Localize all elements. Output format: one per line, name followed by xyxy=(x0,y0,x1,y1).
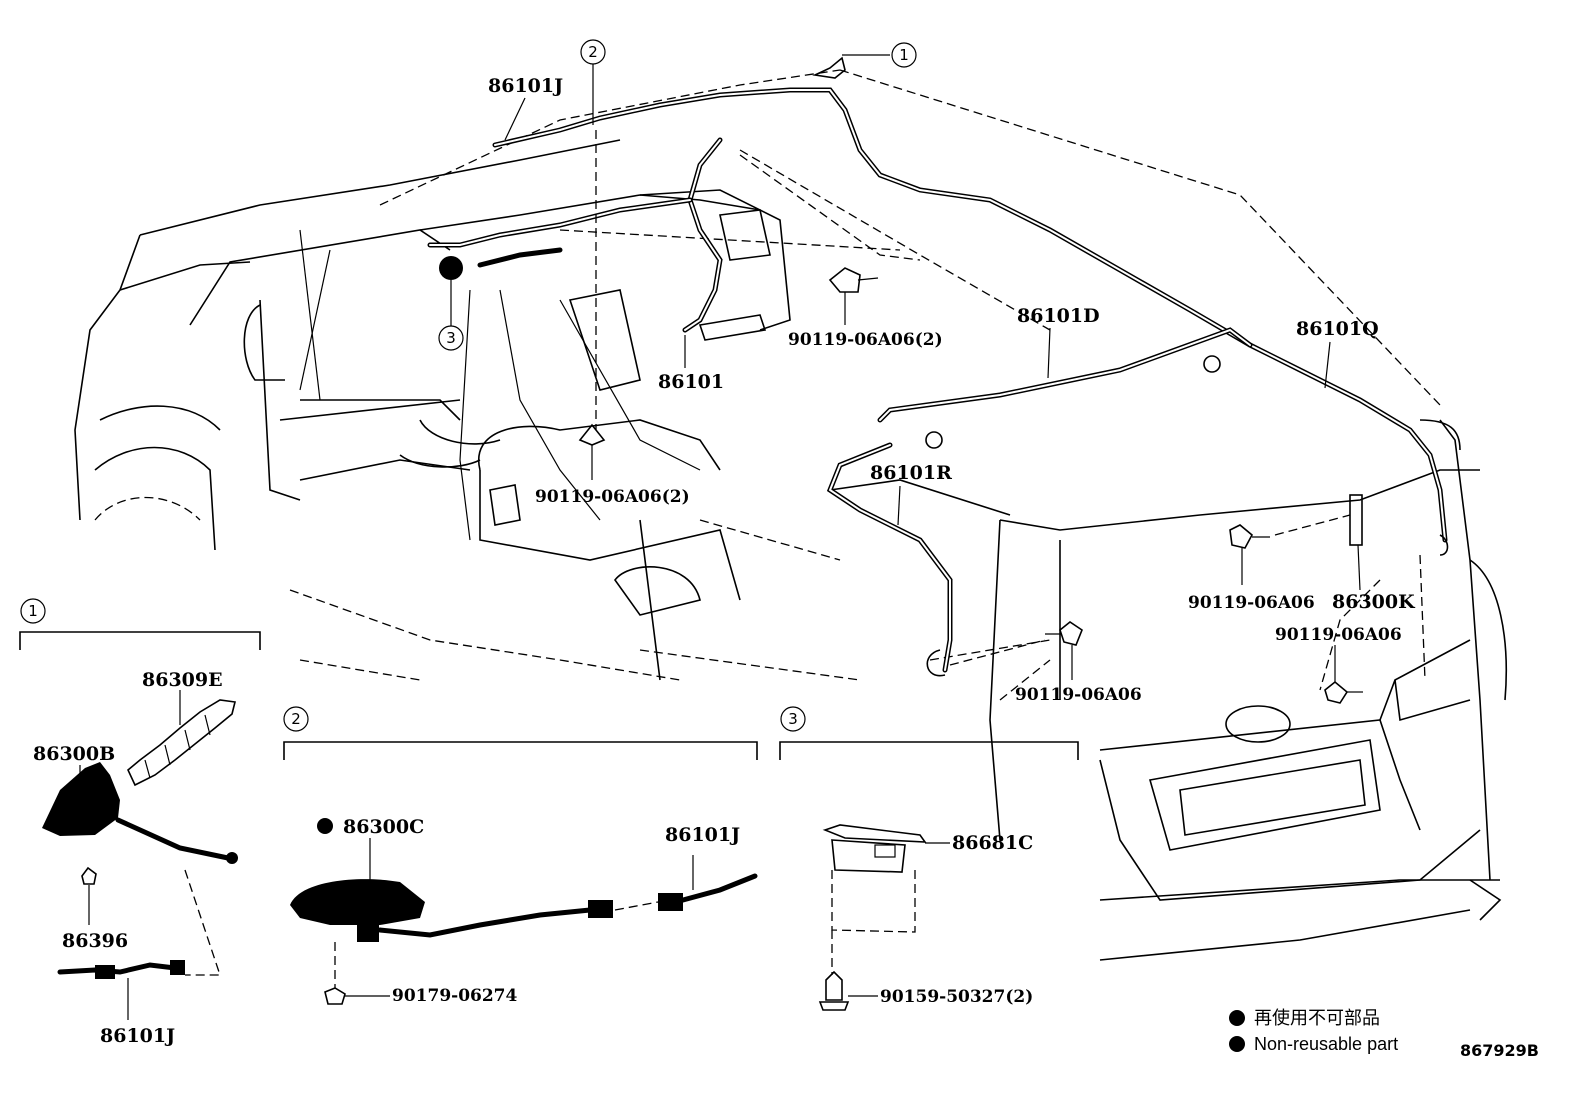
bolt-icon xyxy=(828,267,879,325)
detail-box-1: 1 86309E 86300B 86396 86101J xyxy=(19,598,261,1047)
bolt-icon xyxy=(578,423,606,480)
roof-antenna xyxy=(812,54,890,79)
part-label: 86300C xyxy=(343,816,424,838)
document-id: 867929B xyxy=(1460,1041,1539,1060)
legend: 再使用不可部品 Non-reusable part xyxy=(1229,1008,1398,1054)
callout-circle-2: 2 xyxy=(580,39,606,125)
non-reusable-marker xyxy=(317,818,333,834)
part-label: 86309E xyxy=(142,669,223,691)
part-label: 90119-06A06 xyxy=(1275,625,1402,645)
detail-box-3: 3 86681C 90159-50327(2) xyxy=(779,706,1079,1011)
vehicle-illustration xyxy=(74,69,1508,961)
callout-circle-3: 3 xyxy=(438,256,464,351)
part-label: 90159-50327(2) xyxy=(880,987,1033,1007)
part-label: 90119-06A06 xyxy=(1188,593,1315,613)
part-label: 86101Q xyxy=(1296,318,1379,340)
non-reusable-marker xyxy=(439,256,463,280)
part-label: 86101J xyxy=(100,1025,175,1047)
part-label: 86101J xyxy=(665,824,740,846)
part-label: 90119-06A06(2) xyxy=(788,330,943,350)
part-label: 90119-06A06(2) xyxy=(535,487,690,507)
svg-text:2: 2 xyxy=(291,710,301,728)
wire-harness-roof xyxy=(427,87,1449,677)
legend-en: Non-reusable part xyxy=(1254,1034,1398,1054)
part-label: 86300K xyxy=(1332,591,1416,613)
callout-circle-1: 1 xyxy=(891,42,917,68)
part-label: 86681C xyxy=(952,832,1033,854)
part-label: 90119-06A06 xyxy=(1015,685,1142,705)
detail-box-2: 2 86300C 86101J 90179-06274 xyxy=(283,706,758,1006)
part-label: 86101D xyxy=(1017,305,1100,327)
svg-text:3: 3 xyxy=(788,710,798,728)
non-reusable-marker xyxy=(1229,1036,1245,1052)
antenna-base-icon xyxy=(42,762,120,836)
legend-jp: 再使用不可部品 xyxy=(1254,1008,1380,1028)
bolt-icon xyxy=(1324,645,1363,704)
non-reusable-marker xyxy=(1229,1010,1245,1026)
part-label: 86396 xyxy=(62,930,128,952)
part-label: 86101 xyxy=(658,371,724,393)
svg-text:3: 3 xyxy=(446,329,456,347)
part-label: 86101J xyxy=(488,75,563,97)
svg-text:1: 1 xyxy=(28,602,38,620)
bolt-icon xyxy=(1229,524,1270,585)
svg-text:2: 2 xyxy=(588,43,598,61)
svg-text:1: 1 xyxy=(899,46,909,64)
part-label: 90179-06274 xyxy=(392,986,518,1006)
part-label: 86300B xyxy=(33,743,115,765)
part-label: 86101R xyxy=(870,462,952,484)
bolt-icon xyxy=(1045,621,1083,680)
